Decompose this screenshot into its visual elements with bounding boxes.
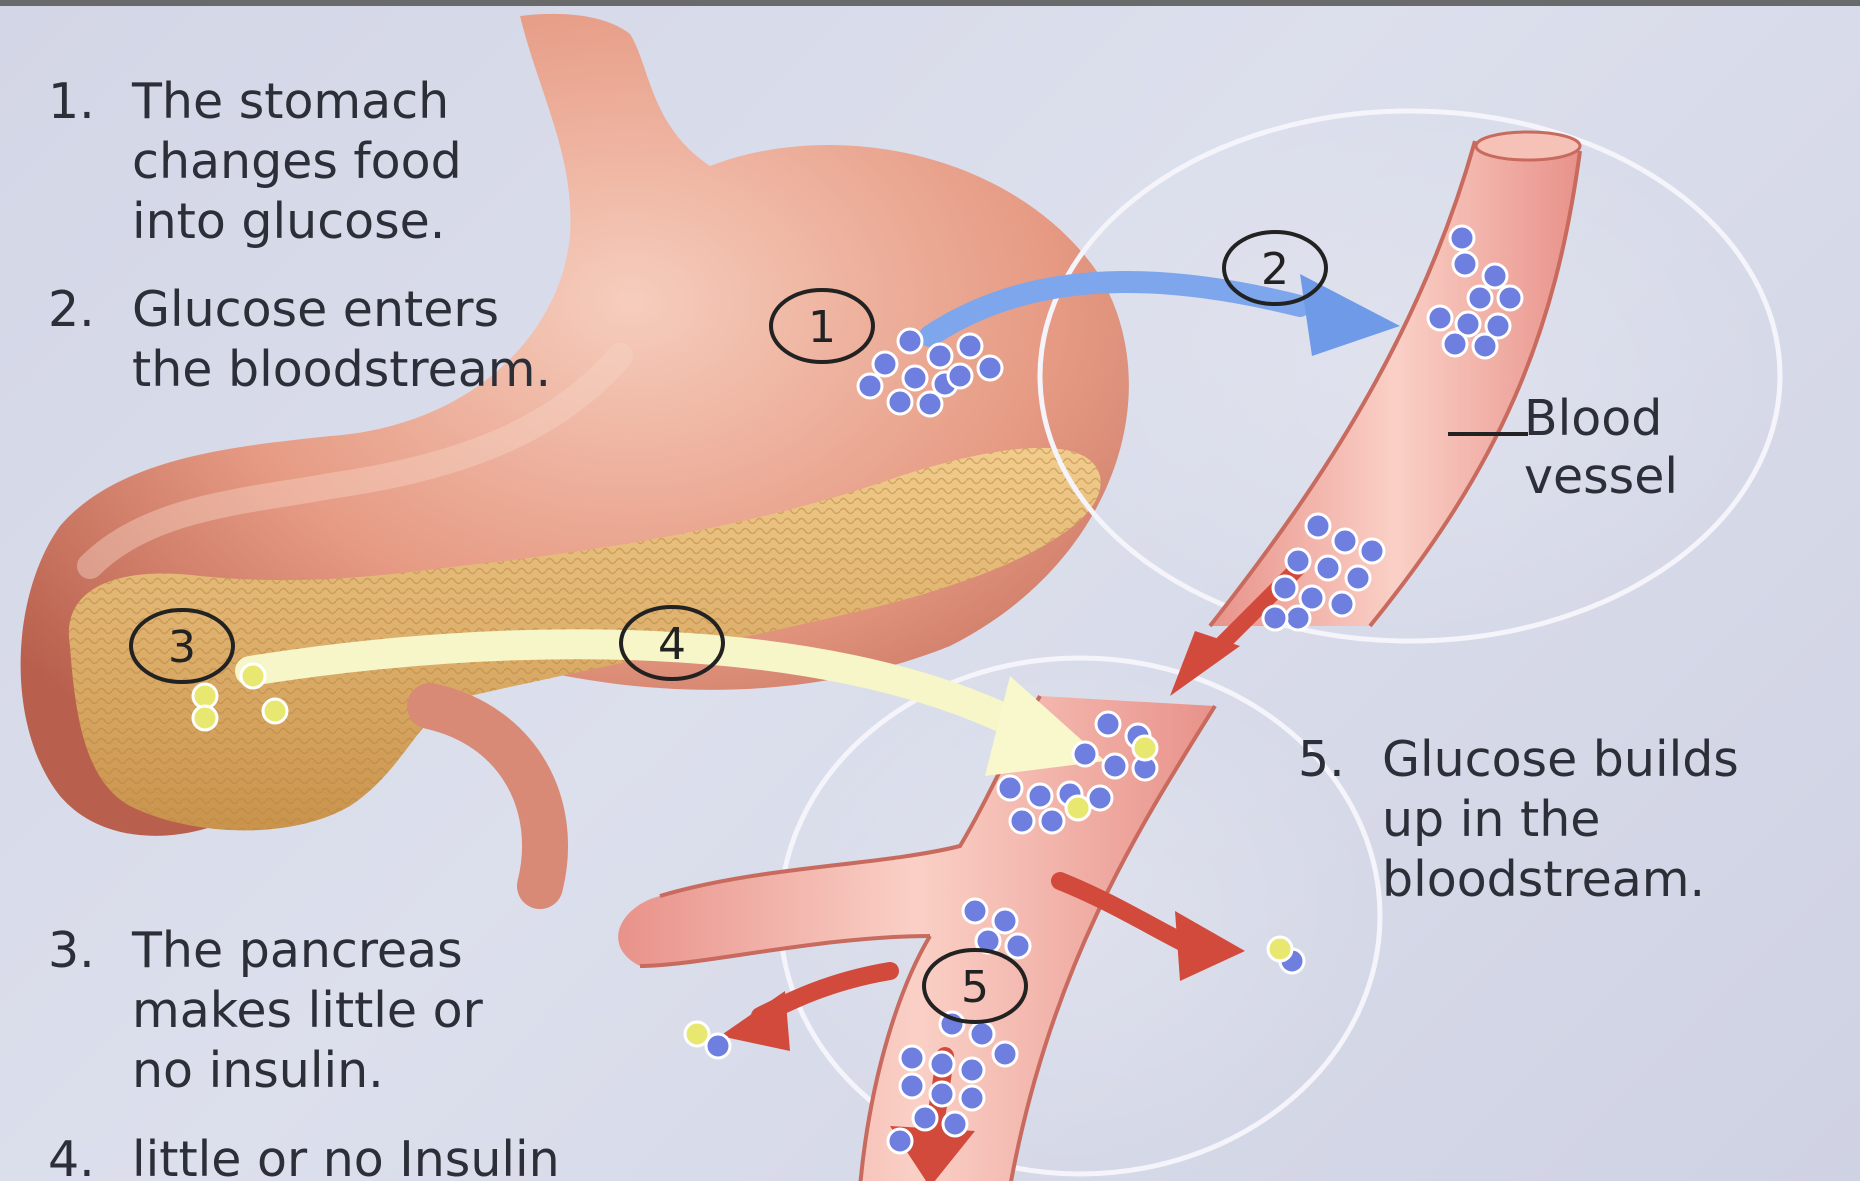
glucose-dot (970, 1022, 994, 1046)
glucose-dot (1286, 549, 1310, 573)
insulin-dot (193, 706, 217, 730)
glucose-dot (1428, 306, 1452, 330)
glucose-dot (993, 1042, 1017, 1066)
glucose-dot (913, 1106, 937, 1130)
glucose-dot (1006, 934, 1030, 958)
caption-text: The pancreas makes little or no insulin. (132, 921, 648, 1101)
glucose-dot (1263, 606, 1287, 630)
caption-number: 1. (48, 72, 95, 132)
glucose-dot (873, 352, 897, 376)
insulin-dot (1066, 796, 1090, 820)
glucose-dot (1010, 809, 1034, 833)
glucose-dot (1286, 606, 1310, 630)
insulin-dot (685, 1022, 709, 1046)
glucose-dot (930, 1082, 954, 1106)
glucose-dot (1468, 286, 1492, 310)
svg-text:3: 3 (168, 622, 196, 673)
glucose-dot (1443, 332, 1467, 356)
caption-step-5: 5. Glucose builds up in the bloodstream. (1298, 730, 1838, 910)
insulin-dot (1133, 736, 1157, 760)
glucose-dot (1306, 514, 1330, 538)
caption-text: Glucose enters the bloodstream. (132, 280, 668, 400)
caption-step-4: 4. little or no Insulin (48, 1130, 748, 1181)
glucose-dot (1103, 754, 1127, 778)
insulin-dot (241, 664, 265, 688)
glucose-dot (858, 374, 882, 398)
svg-text:5: 5 (961, 962, 989, 1013)
glucose-dot (960, 1058, 984, 1082)
glucose-dot (998, 776, 1022, 800)
glucose-dot (888, 390, 912, 414)
glucose-dot (1333, 529, 1357, 553)
caption-step-1: 1. The stomach changes food into glucose… (48, 72, 608, 252)
glucose-dot (1316, 556, 1340, 580)
glucose-dot (903, 366, 927, 390)
svg-text:4: 4 (658, 619, 686, 670)
glucose-dot (888, 1129, 912, 1153)
caption-step-3: 3. The pancreas makes little or no insul… (48, 921, 648, 1101)
glucose-dot (1483, 264, 1507, 288)
svg-text:2: 2 (1261, 244, 1289, 295)
glucose-dot (1040, 809, 1064, 833)
caption-text: The stomach changes food into glucose. (132, 72, 608, 252)
insulin-dot (1268, 937, 1292, 961)
blood-vessel-label: Blood vessel (1524, 390, 1678, 506)
glucose-dot (918, 392, 942, 416)
caption-number: 5. (1298, 730, 1345, 790)
glucose-dot (993, 909, 1017, 933)
glucose-dot (898, 329, 922, 353)
svg-text:1: 1 (808, 302, 836, 353)
insulin-dot (193, 684, 217, 708)
glucose-dot (1330, 592, 1354, 616)
glucose-dot (1073, 742, 1097, 766)
glucose-dot (1273, 576, 1297, 600)
glucose-dot (1360, 539, 1384, 563)
caption-text: little or no Insulin (132, 1130, 748, 1181)
glucose-dot (930, 1052, 954, 1076)
glucose-dot (928, 344, 952, 368)
glucose-dot (1346, 566, 1370, 590)
glucose-dot (960, 1086, 984, 1110)
caption-number: 4. (48, 1130, 95, 1181)
caption-number: 2. (48, 280, 95, 340)
glucose-dot (1088, 786, 1112, 810)
glucose-dot (1096, 712, 1120, 736)
glucose-dot (963, 899, 987, 923)
caption-number: 3. (48, 921, 95, 981)
glucose-dot (1450, 226, 1474, 250)
caption-text: Glucose builds up in the bloodstream. (1382, 730, 1838, 910)
glucose-dot (1028, 784, 1052, 808)
glucose-dot (1453, 252, 1477, 276)
caption-step-2: 2. Glucose enters the bloodstream. (48, 280, 668, 400)
glucose-dot (978, 356, 1002, 380)
glucose-dot (900, 1046, 924, 1070)
glucose-dot (1498, 286, 1522, 310)
glucose-dot (1473, 334, 1497, 358)
glucose-dot (900, 1074, 924, 1098)
insulin-dot (263, 699, 287, 723)
magnified-view-top (1040, 111, 1780, 641)
glucose-dot (948, 364, 972, 388)
glucose-dot (943, 1112, 967, 1136)
glucose-dot (958, 334, 982, 358)
